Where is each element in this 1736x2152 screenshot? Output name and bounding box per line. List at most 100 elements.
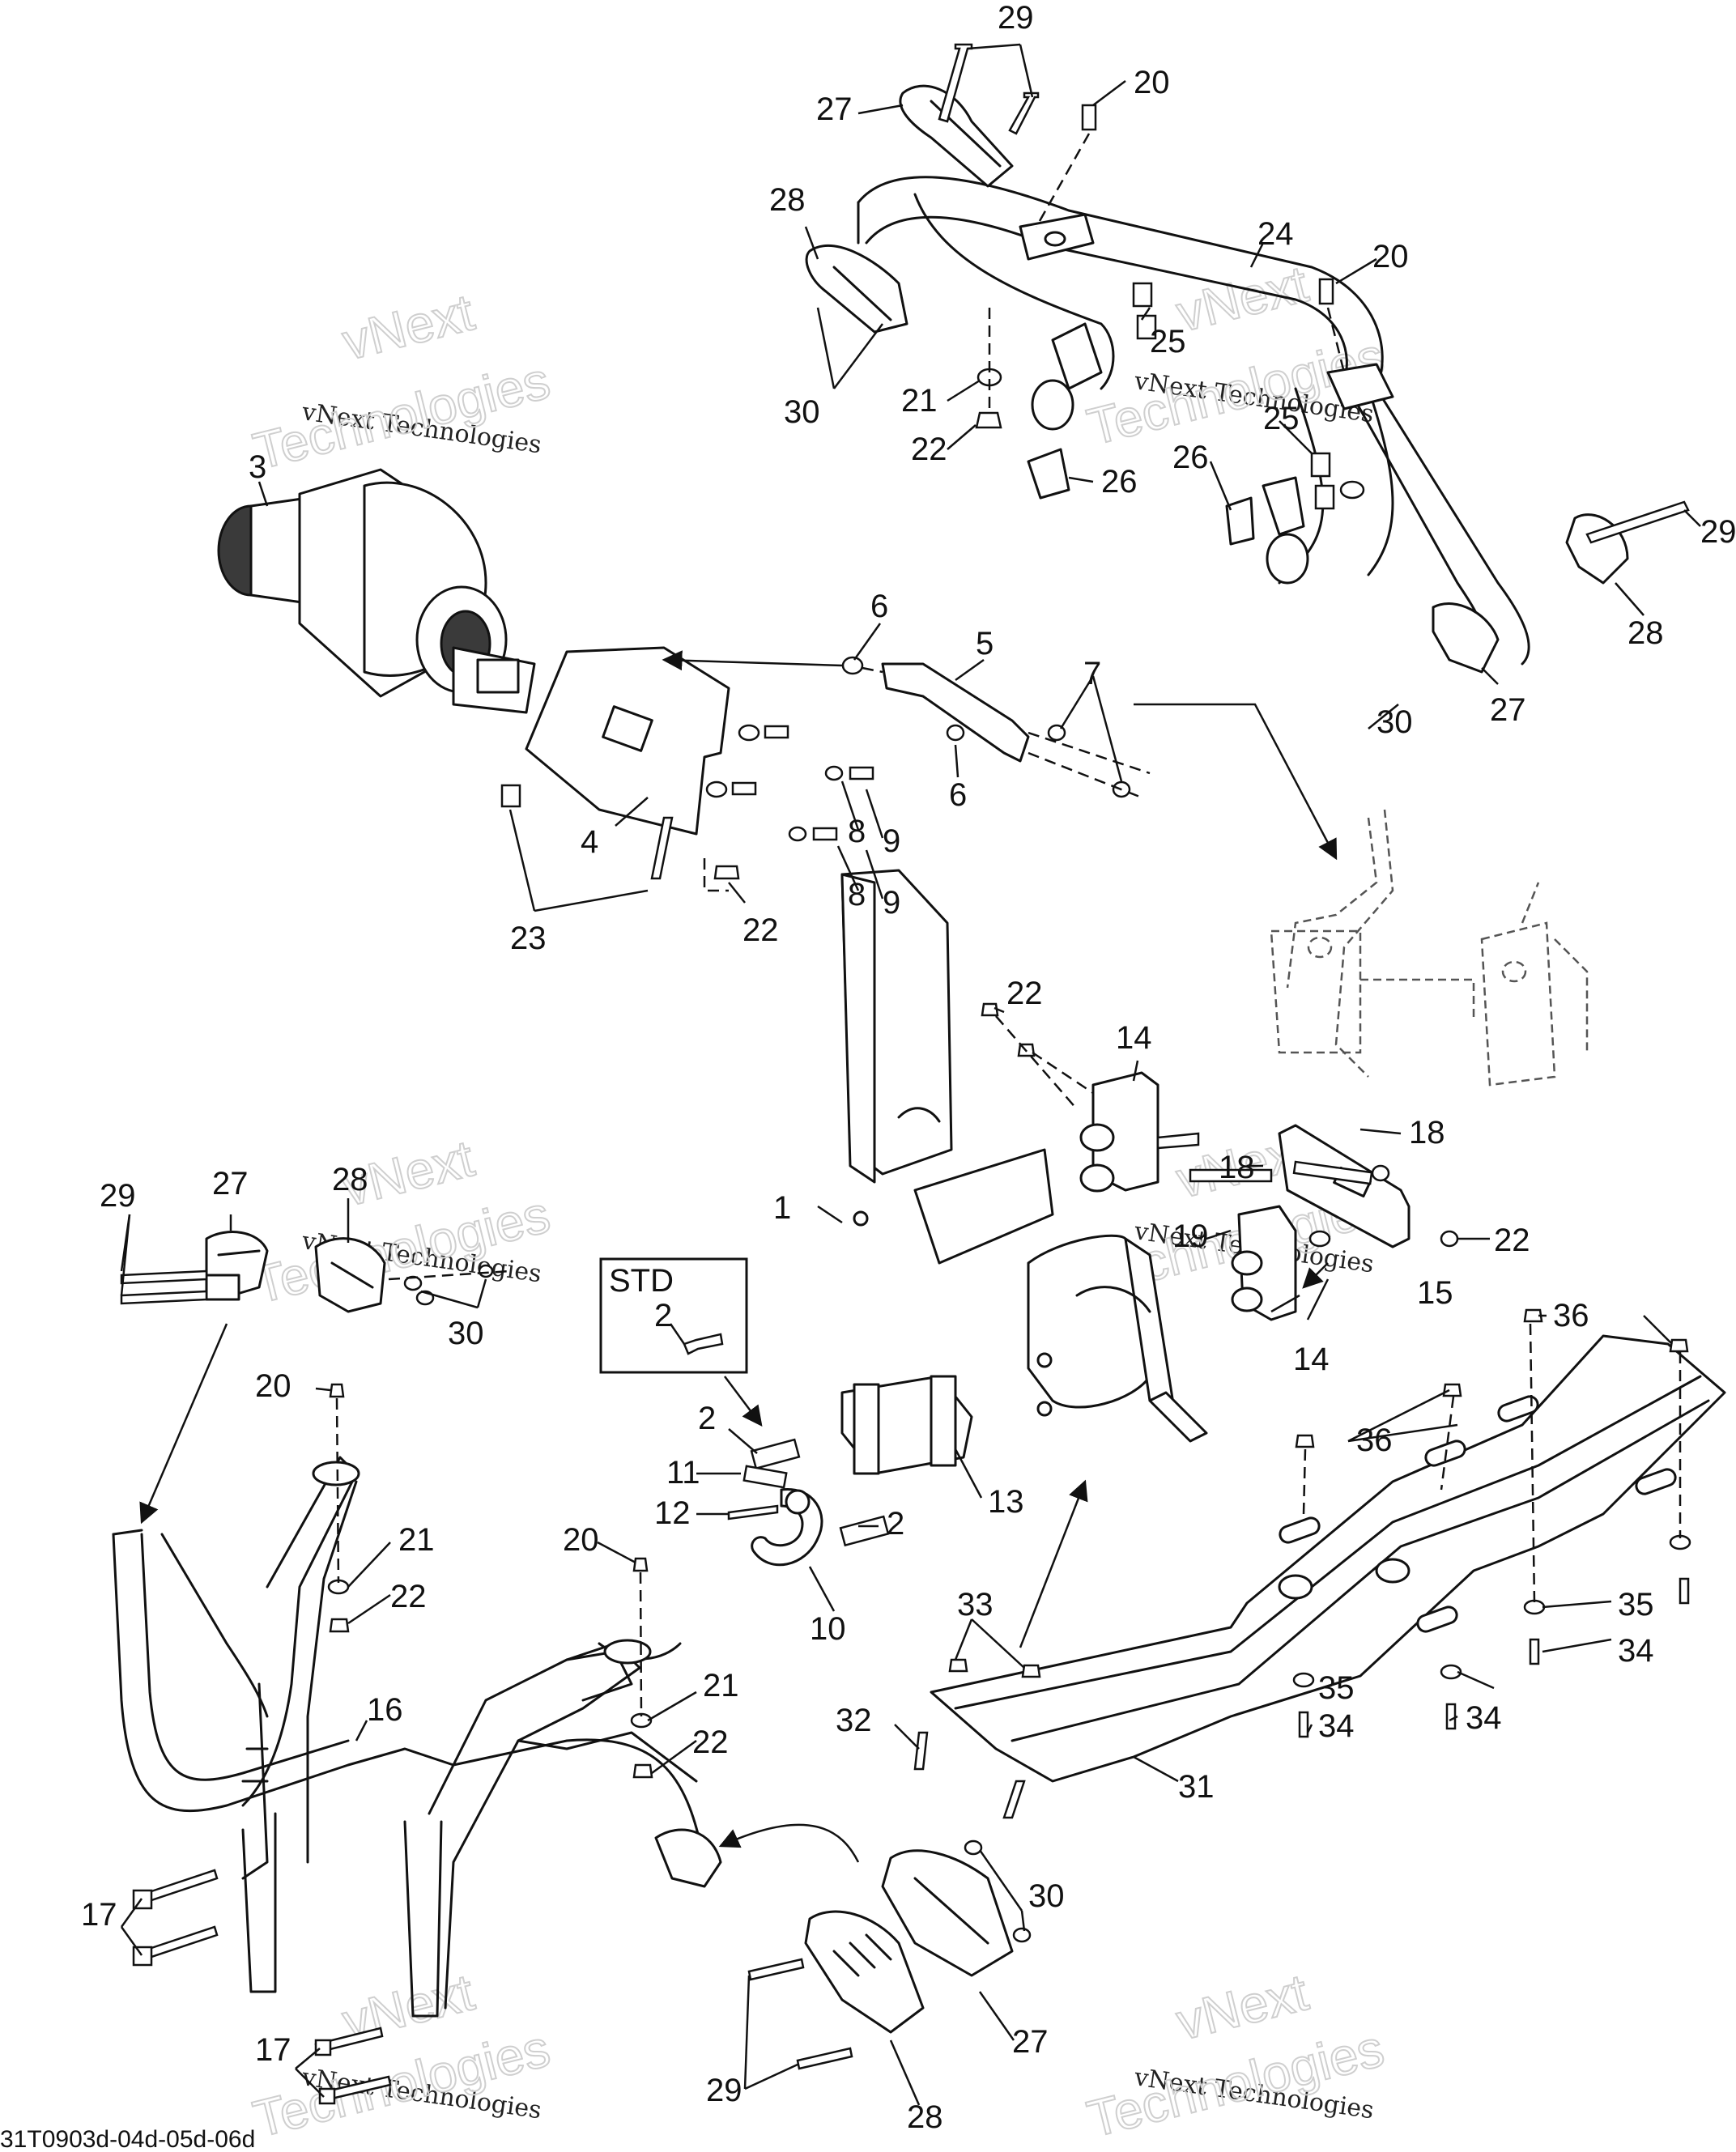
callout-28: 28: [769, 182, 806, 218]
arrow: [1019, 1479, 1088, 1648]
callout-22: 22: [1494, 1223, 1530, 1258]
leader-dashed: [1028, 751, 1142, 799]
leader-dashed: [1302, 1448, 1307, 1515]
bolts-29-right: [1585, 500, 1690, 544]
part-27-cap-left: [205, 1231, 269, 1301]
part-3-winch: [217, 468, 536, 714]
leader-dashed: [335, 1397, 340, 1584]
part-31-skid-plate: [930, 1334, 1726, 1783]
callout-30: 30: [448, 1316, 484, 1351]
callout-34: 34: [1618, 1633, 1654, 1669]
arrow: [1134, 703, 1338, 861]
part-1-fairlead-housing: [840, 869, 1208, 1443]
part-14-bracket-bottom: [1231, 1205, 1297, 1321]
leader-dashed: [1028, 731, 1151, 775]
callout-22: 22: [692, 1725, 729, 1760]
callout-29: 29: [100, 1178, 136, 1214]
callout-22: 22: [1006, 976, 1043, 1011]
callout-33: 33: [957, 1587, 994, 1623]
drawing-code: 31T0903d-04d-05d-06d: [0, 2126, 255, 2152]
callout-21: 21: [398, 1522, 435, 1558]
callout-28: 28: [1628, 615, 1664, 651]
callout-7: 7: [1083, 656, 1101, 691]
callout-10: 10: [810, 1611, 846, 1647]
callout-8: 8: [848, 877, 866, 912]
callout-30: 30: [1376, 704, 1413, 740]
callout-27: 27: [816, 91, 853, 127]
callout-18: 18: [1219, 1150, 1255, 1185]
callout-18: 18: [1409, 1115, 1445, 1150]
callout-28: 28: [907, 2099, 943, 2135]
callout-3: 3: [249, 449, 266, 485]
callout-labels: 29 27 20 28 24 20 25 21 30 22 26 25 26 2…: [81, 0, 1736, 2135]
callout-26: 26: [1172, 440, 1209, 475]
callout-27: 27: [212, 1166, 249, 1201]
callout-20: 20: [1372, 239, 1409, 274]
leader-lines: [120, 43, 1701, 2106]
leader-dashed: [1326, 307, 1346, 373]
watermark-text: vNext: [337, 283, 479, 371]
std-label: STD: [609, 1263, 674, 1299]
part-14-bracket-top: [1079, 1071, 1200, 1193]
part-4-winch-plate: [525, 646, 730, 836]
callout-6: 6: [870, 589, 888, 624]
callout-6: 6: [949, 777, 967, 813]
callout-35: 35: [1318, 1670, 1355, 1706]
std-box: STD: [599, 1257, 748, 1374]
callout-22: 22: [742, 912, 779, 948]
part-11-pin: [742, 1465, 788, 1489]
callout-22: 22: [390, 1579, 427, 1614]
leader-dashed: [703, 858, 729, 892]
fasteners-14-area: [981, 1002, 1459, 1248]
callout-16: 16: [367, 1692, 403, 1728]
callout-20: 20: [255, 1368, 291, 1404]
callout-36: 36: [1553, 1298, 1589, 1333]
part-13-hitch-block: [840, 1375, 973, 1475]
callout-34: 34: [1318, 1708, 1355, 1744]
callout-29: 29: [998, 0, 1034, 36]
leader-dashed: [995, 1015, 1078, 1110]
callout-25: 25: [1263, 401, 1300, 436]
arrow: [662, 650, 843, 671]
leader-dashed: [1032, 1051, 1094, 1095]
leader-dashed: [388, 1270, 511, 1281]
part-2-pins: [750, 1438, 890, 1547]
callout-29: 29: [706, 2073, 742, 2108]
callout-15: 15: [1417, 1275, 1453, 1311]
callout-21: 21: [901, 383, 938, 419]
fasteners-31-area: [913, 1308, 1691, 1819]
callout-20: 20: [563, 1522, 599, 1558]
fasteners-16-area: [132, 1383, 653, 2105]
callout-9: 9: [883, 885, 900, 921]
ghost-vehicle-frame: [1270, 809, 1589, 1087]
part-5-bracket: [841, 656, 1131, 798]
part-28-cap-left: [314, 1237, 386, 1313]
part-27-cap-right: [1432, 602, 1500, 674]
callout-21: 21: [703, 1668, 739, 1703]
part-24-upper-bumper: [857, 176, 1530, 666]
callout-29: 29: [1700, 514, 1736, 550]
watermark-bottom-left: vNext vNext Technologies Technologies: [247, 1962, 556, 2149]
callout-22: 22: [911, 432, 947, 467]
part-27-cap-bottom: [881, 1849, 1014, 1977]
callout-25: 25: [1150, 324, 1186, 359]
callout-9: 9: [883, 823, 900, 859]
part-27-cap-top: [899, 84, 1014, 188]
arrow: [724, 1376, 763, 1427]
watermark-top-left: vNext vNext Technologies Technologies: [247, 282, 556, 481]
leader-dashed: [1035, 133, 1091, 228]
callout-24: 24: [1257, 216, 1294, 252]
callout-2: 2: [887, 1506, 904, 1542]
part-10-hook: [751, 1488, 823, 1567]
callout-34: 34: [1466, 1700, 1502, 1736]
leader-dashed: [1440, 1396, 1455, 1491]
callout-23: 23: [510, 921, 547, 956]
callout-31: 31: [1178, 1769, 1215, 1805]
callout-13: 13: [988, 1484, 1024, 1520]
callout-28: 28: [332, 1162, 368, 1197]
callout-20: 20: [1134, 65, 1170, 100]
callout-30: 30: [784, 394, 820, 430]
part-16-lower-bumper: [112, 1456, 722, 2018]
leader-dashed: [862, 666, 883, 674]
